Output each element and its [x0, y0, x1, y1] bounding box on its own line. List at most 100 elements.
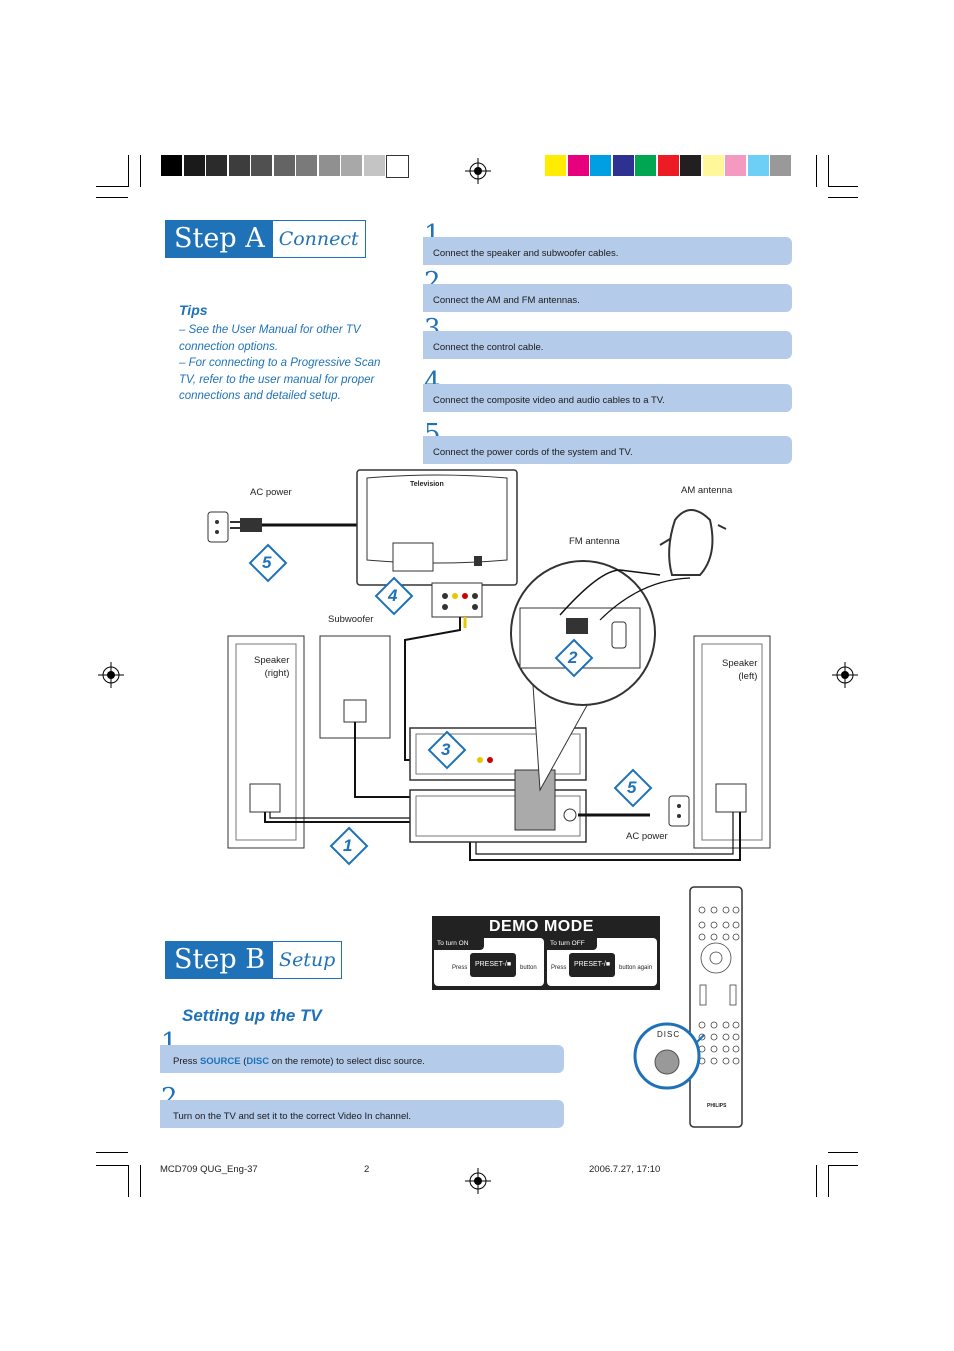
demo-button-again-label: button again — [619, 965, 653, 971]
label-television: Television — [410, 481, 444, 488]
color-swatch — [680, 155, 701, 176]
instruction-bar: Connect the control cable. — [423, 331, 792, 359]
source-keyword: SOURCE — [199, 1056, 241, 1067]
step-a-header: Step A Connect — [165, 220, 366, 258]
instruction-bar: Connect the composite video and audio ca… — [423, 384, 792, 412]
marker-number: 1 — [343, 836, 353, 855]
step-a-label: Step A — [166, 221, 273, 257]
demo-press-label: Press — [551, 965, 567, 971]
color-swatch — [635, 155, 656, 176]
color-swatch — [228, 155, 250, 176]
color-swatch — [386, 155, 409, 178]
footer-date: 2006.7.27, 17:10 — [589, 1164, 661, 1175]
instruction-text: ( — [240, 1056, 247, 1067]
power-plug-icon — [230, 518, 262, 532]
label-subwoofer: Subwoofer — [328, 614, 374, 625]
color-swatch — [363, 155, 385, 176]
wall-outlet-icon — [668, 795, 690, 827]
setup-tv-heading: Setting up the TV — [182, 1006, 322, 1025]
disc-keyword: DISC — [246, 1056, 270, 1067]
step-marker-4 — [374, 576, 414, 616]
instruction-bar: Turn on the TV and set it to the correct… — [160, 1100, 564, 1128]
label-ac-power-bottom: AC power — [626, 831, 668, 842]
remote-disc-label: DISC — [657, 1030, 681, 1039]
color-swatch — [747, 155, 769, 176]
step-marker-5-bottom — [613, 768, 653, 808]
remote-brand-logo: PHILIPS — [707, 1103, 727, 1109]
tips-line: TV, refer to the user manual for proper — [179, 373, 375, 386]
tips-block: Tips – See the User Manual for other TV … — [179, 302, 389, 405]
step-marker-2 — [554, 638, 594, 678]
instruction-bar: Connect the AM and FM antennas. — [423, 284, 792, 312]
color-swatch — [183, 155, 205, 176]
step-marker-1 — [329, 826, 369, 866]
step-a-sublabel: Connect — [272, 221, 365, 257]
color-swatch — [296, 155, 317, 176]
step-b-label: Step B — [166, 942, 274, 978]
label-speaker-left: Speaker (left) — [722, 658, 758, 682]
footer-page-number: 2 — [364, 1164, 370, 1175]
marker-number: 3 — [441, 740, 451, 759]
instruction-bar: Connect the speaker and subwoofer cables… — [423, 237, 792, 265]
demo-press-label: Press — [452, 965, 468, 971]
subwoofer-illustration — [319, 635, 391, 739]
tips-line: – For connecting to a Progressive Scan — [179, 357, 381, 369]
am-antenna-icon — [599, 509, 727, 621]
demo-off-card: To turn OFF Press PRESET-/■ button again — [547, 938, 657, 986]
marker-number: 5 — [627, 778, 637, 797]
label-speaker-right: Speaker (right) — [254, 655, 290, 679]
registration-mark-icon — [98, 662, 124, 688]
label-fm-antenna: FM antenna — [569, 536, 620, 547]
tips-line: – See the User Manual for other TV — [179, 324, 361, 336]
color-swatch — [702, 155, 724, 176]
antenna-zoom-callout — [510, 560, 656, 792]
tips-title: Tips — [179, 302, 208, 318]
color-swatch — [657, 155, 679, 176]
tips-line: connection options. — [179, 340, 279, 353]
instruction-text: Press — [173, 1056, 200, 1067]
color-swatch — [161, 155, 182, 176]
marker-number: 5 — [262, 553, 272, 572]
color-swatch — [206, 155, 227, 176]
tips-line: connections and detailed setup. — [179, 390, 341, 402]
color-swatch — [612, 155, 634, 176]
demo-mode-panel: DEMO MODE To turn ON Press PRESET-/■ but… — [432, 916, 660, 990]
step-marker-3 — [427, 730, 467, 770]
registration-mark-icon — [465, 1168, 491, 1194]
preset-button-illustration: PRESET-/■ — [569, 953, 615, 977]
color-swatch — [341, 155, 362, 176]
demo-on-card: To turn ON Press PRESET-/■ button — [434, 938, 544, 986]
color-swatch — [318, 155, 340, 176]
demo-on-heading: To turn ON — [434, 938, 484, 950]
demo-button-label: button — [520, 965, 537, 971]
instruction-bar: Connect the power cords of the system an… — [423, 436, 792, 464]
remote-control-illustration — [633, 886, 743, 1128]
label-am-antenna: AM antenna — [681, 485, 733, 496]
wall-outlet-icon — [207, 511, 229, 543]
label-ac-power-top: AC power — [250, 487, 292, 498]
step-b-header: Step B Setup — [165, 941, 343, 979]
registration-mark-icon — [832, 662, 858, 688]
demo-off-heading: To turn OFF — [547, 938, 597, 950]
step-b-sublabel: Setup — [273, 942, 342, 978]
color-swatch — [545, 155, 566, 176]
color-swatch — [590, 155, 611, 176]
color-swatch — [273, 155, 295, 176]
color-swatch — [567, 155, 589, 176]
step-marker-5-top — [248, 543, 288, 583]
color-swatch — [725, 155, 746, 176]
preset-button-illustration: PRESET-/■ — [470, 953, 516, 977]
color-swatch — [770, 155, 791, 176]
marker-number: 2 — [568, 648, 578, 667]
footer-filename: MCD709 QUG_Eng-37 — [160, 1164, 258, 1175]
demo-mode-title: DEMO MODE — [489, 918, 594, 935]
speaker-left-illustration — [693, 635, 771, 849]
instruction-text: on the remote) to select disc source. — [269, 1056, 425, 1067]
instruction-bar: Press SOURCE (DISC on the remote) to sel… — [160, 1045, 564, 1073]
registration-mark-icon — [465, 158, 491, 184]
tv-av-panel — [431, 582, 483, 618]
marker-number: 4 — [388, 586, 398, 605]
television-illustration — [356, 469, 518, 586]
color-swatch — [251, 155, 272, 176]
